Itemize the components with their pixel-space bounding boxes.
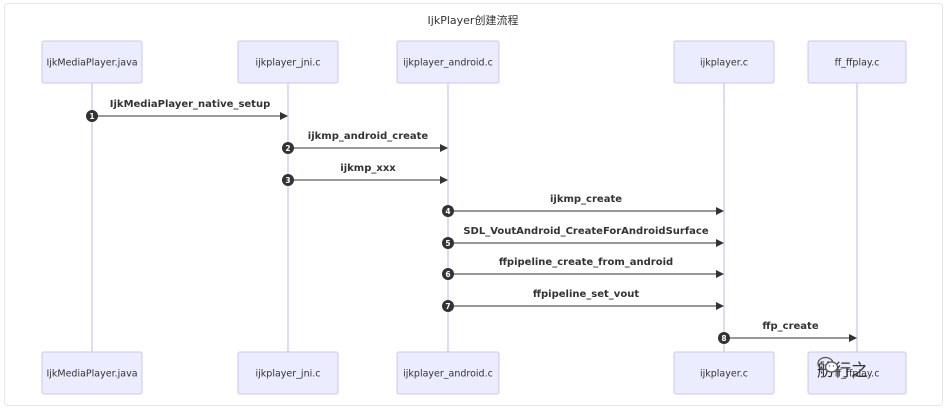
message-6: 6 ffpipeline_create_from_android bbox=[442, 257, 724, 280]
message-7: 7 ffpipeline_set_vout bbox=[442, 289, 724, 312]
sequence-number-badge bbox=[86, 110, 98, 122]
participant-label: ff_ffplay.c bbox=[835, 369, 880, 380]
participant-label: ff_ffplay.c bbox=[835, 58, 880, 69]
participant-box bbox=[41, 40, 143, 84]
participant-box bbox=[396, 351, 500, 395]
watermark: 舫行之 bbox=[817, 356, 868, 381]
message-label: SDL_VoutAndroid_CreateForAndroidSurface bbox=[463, 226, 709, 237]
message-2: 2 ijkmp_android_create bbox=[282, 131, 448, 154]
participant-android-bottom: ijkplayer_android.c bbox=[396, 351, 500, 395]
sequence-number: 1 bbox=[89, 112, 94, 121]
message-label: ijkmp_xxx bbox=[340, 163, 396, 174]
participant-box bbox=[673, 40, 775, 84]
sequence-number: 4 bbox=[445, 207, 450, 216]
participant-box bbox=[237, 40, 339, 84]
message-1: 1 IjkMediaPlayer_native_setup bbox=[86, 99, 288, 122]
participant-core-bottom: ijkplayer.c bbox=[673, 351, 775, 395]
message-3: 3 ijkmp_xxx bbox=[282, 163, 448, 186]
message-label: ijkmp_create bbox=[550, 194, 622, 205]
participant-core-top: ijkplayer.c bbox=[673, 40, 775, 84]
participant-label: ijkplayer_android.c bbox=[403, 369, 493, 380]
message-label: ffpipeline_create_from_android bbox=[499, 257, 673, 268]
participant-label: IjkMediaPlayer.java bbox=[46, 58, 137, 69]
participant-box bbox=[673, 351, 775, 395]
message-label: IjkMediaPlayer_native_setup bbox=[110, 99, 270, 110]
sequence-number: 6 bbox=[445, 270, 450, 279]
sequence-number: 7 bbox=[445, 302, 450, 311]
sequence-number: 8 bbox=[721, 334, 726, 343]
participant-java-bottom: IjkMediaPlayer.java bbox=[41, 351, 143, 395]
sequence-number-badge bbox=[442, 300, 454, 312]
sequence-number: 5 bbox=[445, 239, 450, 248]
participant-box bbox=[41, 351, 143, 395]
sequence-number: 3 bbox=[285, 176, 290, 185]
participant-box bbox=[807, 40, 907, 84]
message-5: 5 SDL_VoutAndroid_CreateForAndroidSurface bbox=[442, 226, 724, 249]
participant-android-top: ijkplayer_android.c bbox=[396, 40, 500, 84]
participant-label: ijkplayer_jni.c bbox=[256, 369, 321, 380]
wechat-icon bbox=[817, 356, 839, 373]
message-label: ffpipeline_set_vout bbox=[533, 289, 639, 300]
participant-jni-top: ijkplayer_jni.c bbox=[237, 40, 339, 84]
participant-ffplay-top: ff_ffplay.c bbox=[807, 40, 907, 84]
diagram-title: IjkPlayer创建流程 bbox=[428, 13, 519, 27]
message-label: ijkmp_android_create bbox=[308, 131, 429, 142]
sequence-number-badge bbox=[282, 174, 294, 186]
sequence-number-badge bbox=[718, 332, 730, 344]
sequence-number: 2 bbox=[285, 144, 290, 153]
sequence-number-badge bbox=[282, 142, 294, 154]
participant-label: ijkplayer_jni.c bbox=[256, 58, 321, 69]
message-label: ffp_create bbox=[762, 321, 818, 332]
participant-jni-bottom: ijkplayer_jni.c bbox=[237, 351, 339, 395]
participant-label: IjkMediaPlayer.java bbox=[46, 369, 137, 380]
participant-box bbox=[396, 40, 500, 84]
participant-label: ijkplayer.c bbox=[700, 369, 748, 380]
participant-java-top: IjkMediaPlayer.java bbox=[41, 40, 143, 84]
participant-box bbox=[237, 351, 339, 395]
sequence-number-badge bbox=[442, 237, 454, 249]
message-8: 8 ffp_create bbox=[718, 321, 857, 344]
participant-label: ijkplayer.c bbox=[700, 58, 748, 69]
sequence-number-badge bbox=[442, 205, 454, 217]
message-4: 4 ijkmp_create bbox=[442, 194, 724, 217]
sequence-number-badge bbox=[442, 268, 454, 280]
participant-label: ijkplayer_android.c bbox=[403, 58, 493, 69]
